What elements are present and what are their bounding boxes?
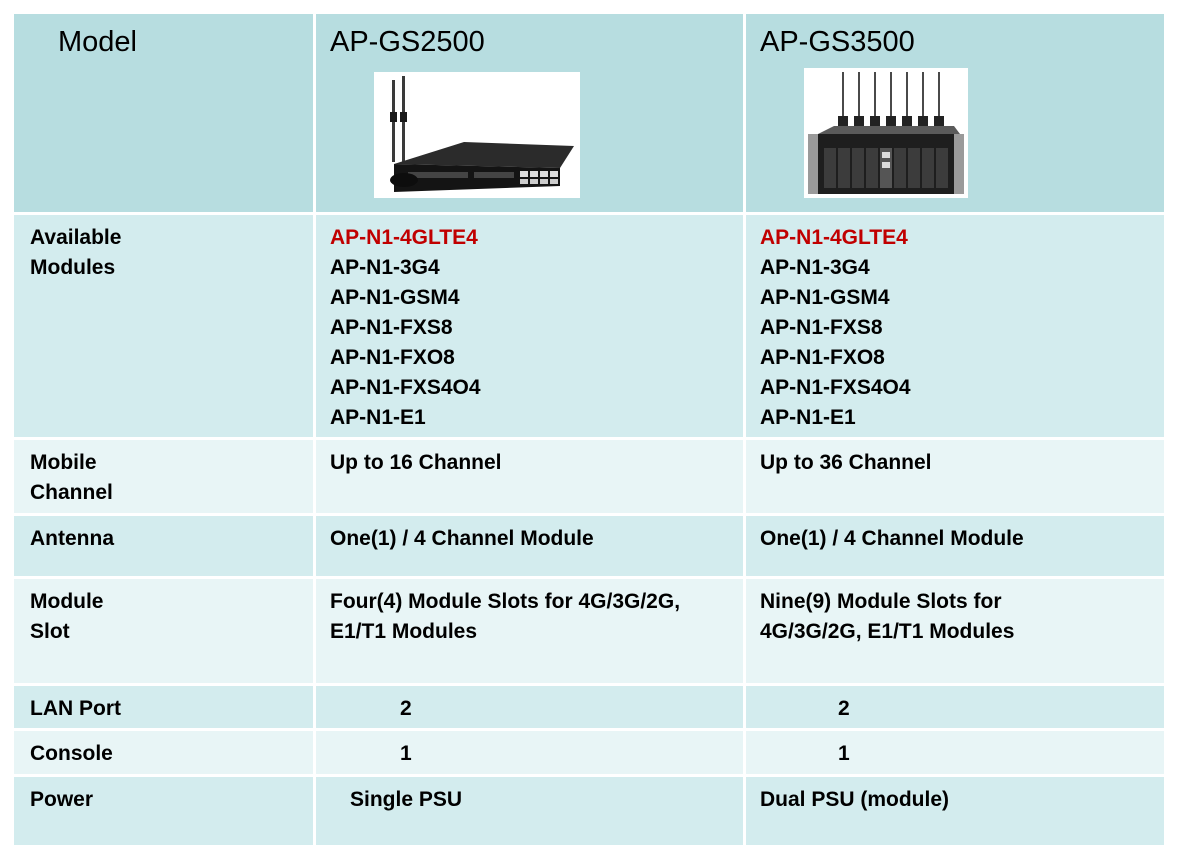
header-model-1: AP-GS2500 — [316, 14, 746, 212]
row-label: Console — [14, 731, 316, 774]
row-available-modules: Available Modules AP-N1-4GLTE4 AP-N1-3G4… — [14, 215, 1164, 440]
cell-value: 2 — [316, 686, 746, 728]
cell-value: 1 — [838, 742, 850, 765]
list-item: AP-N1-4GLTE4 — [760, 226, 908, 249]
cell-value: Nine(9) Module Slots for 4G/3G/2G, E1/T1… — [760, 590, 1015, 643]
cell-value: Single PSU — [316, 777, 746, 845]
list-item: AP-N1-FXO8 — [760, 346, 885, 369]
list-item: AP-N1-FXS8 — [330, 316, 453, 339]
model-2-name: AP-GS3500 — [760, 26, 915, 58]
row-mobile-channel: Mobile Channel Up to 16 Channel Up to 36… — [14, 440, 1164, 516]
list-item: AP-N1-3G4 — [330, 256, 440, 279]
header-row: Model AP-GS2500 — [14, 14, 1164, 215]
row-label: Power — [14, 777, 316, 845]
cell-value: 1 — [316, 731, 746, 774]
list-item: AP-N1-GSM4 — [760, 286, 890, 309]
cell-value: One(1) / 4 Channel Module — [316, 516, 746, 576]
header-model-2: AP-GS3500 — [746, 14, 1164, 212]
list-item: AP-N1-FXS4O4 — [330, 376, 481, 399]
list-item: AP-N1-4GLTE4 — [330, 226, 478, 249]
list-item: AP-N1-3G4 — [760, 256, 870, 279]
row-label: Mobile Channel — [14, 440, 316, 513]
model-1-name: AP-GS2500 — [330, 26, 485, 58]
list-item: AP-N1-E1 — [760, 406, 856, 429]
cell-value: Four(4) Module Slots for 4G/3G/2G, E1/T1… — [316, 579, 746, 683]
list-item: AP-N1-E1 — [330, 406, 426, 429]
list-item: AP-N1-FXS8 — [760, 316, 883, 339]
list-item: AP-N1-GSM4 — [330, 286, 460, 309]
modules-list-model-1: AP-N1-4GLTE4 AP-N1-3G4 AP-N1-GSM4 AP-N1-… — [316, 215, 746, 437]
cell-value: Up to 36 Channel — [760, 451, 932, 474]
row-label: LAN Port — [14, 686, 316, 728]
row-label: Module Slot — [14, 579, 316, 683]
cell-value: Dual PSU (module) — [760, 788, 950, 811]
cell-value: One(1) / 4 Channel Module — [760, 527, 1024, 550]
row-label: Antenna — [14, 516, 316, 576]
row-module-slot: Module Slot Four(4) Module Slots for 4G/… — [14, 579, 1164, 686]
modules-list-model-2: AP-N1-4GLTE4 AP-N1-3G4 AP-N1-GSM4 AP-N1-… — [746, 215, 1164, 437]
row-console: Console 1 1 — [14, 731, 1164, 777]
comparison-table: Model AP-GS2500 — [14, 14, 1164, 845]
header-label: Model — [14, 14, 316, 212]
row-antenna: Antenna One(1) / 4 Channel Module One(1)… — [14, 516, 1164, 579]
row-label: Available Modules — [14, 215, 316, 437]
row-lan-port: LAN Port 2 2 — [14, 686, 1164, 731]
cell-value: Up to 16 Channel — [316, 440, 746, 513]
row-power: Power Single PSU Dual PSU (module) — [14, 777, 1164, 845]
list-item: AP-N1-FXS4O4 — [760, 376, 911, 399]
rack-gateway-device-photo-icon — [804, 68, 968, 198]
list-item: AP-N1-FXO8 — [330, 346, 455, 369]
cell-value: 2 — [838, 697, 850, 720]
gateway-device-photo-icon — [374, 72, 580, 198]
